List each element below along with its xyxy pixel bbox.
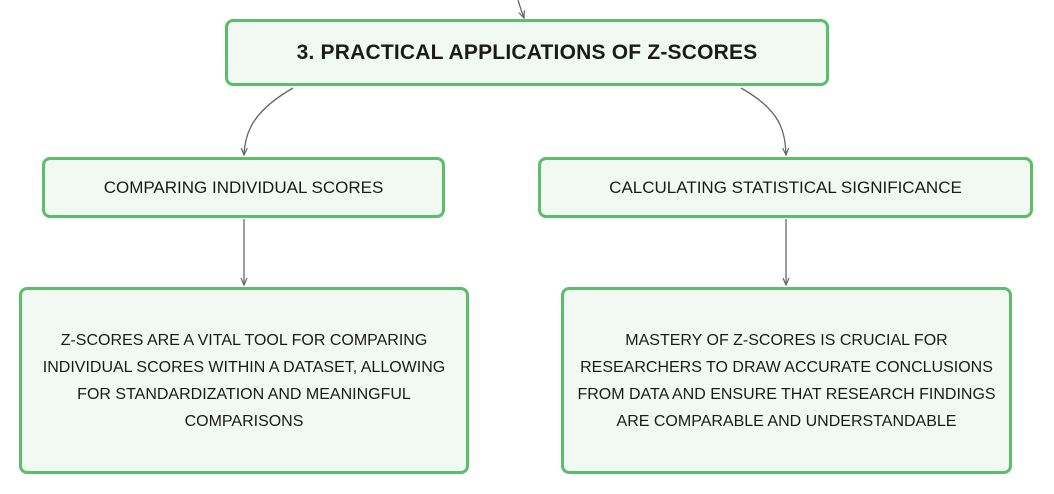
title-node[interactable]: 3. PRACTICAL APPLICATIONS OF Z-SCORES xyxy=(225,19,829,86)
title-node-label: 3. PRACTICAL APPLICATIONS OF Z-SCORES xyxy=(296,40,758,64)
branch-node-label: CALCULATING STATISTICAL SIGNIFICANCE xyxy=(609,177,962,197)
incoming-connector xyxy=(517,0,524,18)
detail-node-text: MASTERY OF Z-SCORES IS CRUCIAL FOR RESEA… xyxy=(577,331,996,430)
branch-node-label: COMPARING INDIVIDUAL SCORES xyxy=(103,177,384,197)
detail-node-statistical-significance[interactable]: MASTERY OF Z-SCORES IS CRUCIAL FOR RESEA… xyxy=(561,287,1012,474)
branch-node-statistical-significance[interactable]: CALCULATING STATISTICAL SIGNIFICANCE xyxy=(538,157,1033,218)
connector-title-to-right-branch xyxy=(740,87,786,155)
branch-node-comparing-scores[interactable]: COMPARING INDIVIDUAL SCORES xyxy=(42,157,445,218)
detail-node-comparing-scores[interactable]: Z-SCORES ARE A VITAL TOOL FOR COMPARING … xyxy=(19,287,469,474)
detail-node-text: Z-SCORES ARE A VITAL TOOL FOR COMPARING … xyxy=(42,331,446,430)
connector-title-to-left-branch xyxy=(244,87,294,155)
